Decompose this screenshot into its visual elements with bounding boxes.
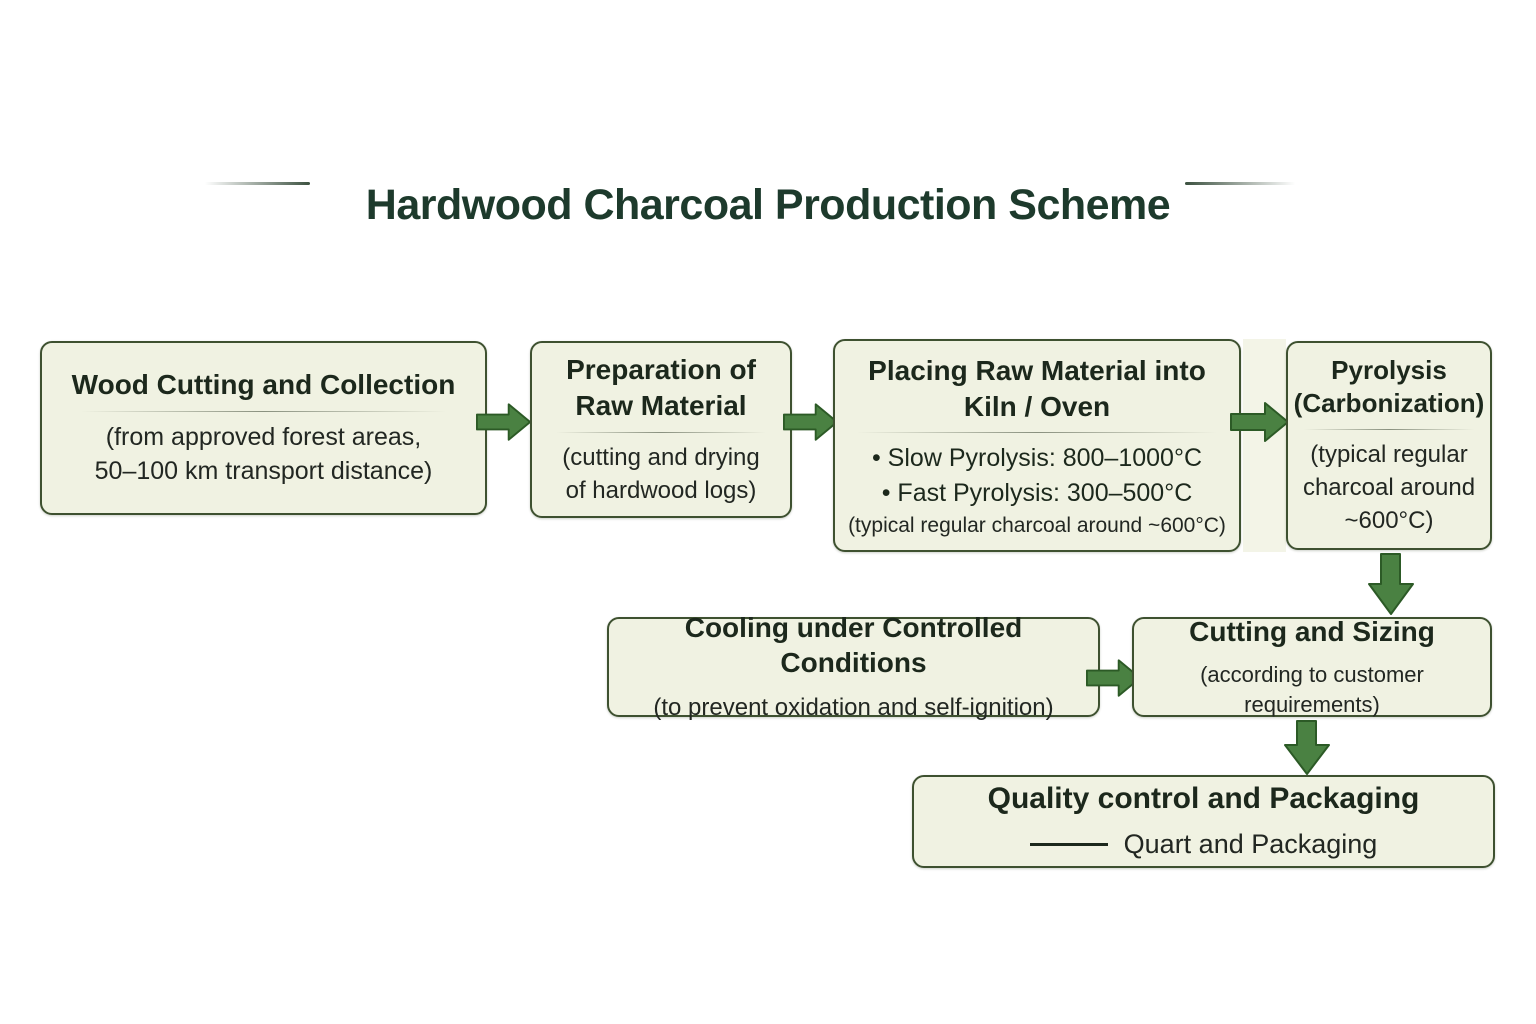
- step-wood-cutting-box: Wood Cutting and Collection (from approv…: [40, 341, 487, 515]
- step-detail: (cutting and drying: [562, 443, 760, 471]
- step-detail: (to prevent oxidation and self-ignition): [653, 694, 1054, 722]
- step-note: (typical regular charcoal around ~600°C): [848, 514, 1226, 538]
- step-title: Cooling under Controlled Conditions: [684, 611, 1023, 679]
- step-title: Quality control and Packaging: [987, 781, 1420, 815]
- step-title: Placing Raw Material into: [868, 354, 1206, 386]
- divider: [556, 431, 766, 433]
- arrow-right-icon: [476, 403, 532, 441]
- step-title: Preparation of: [566, 354, 756, 386]
- arrow-down-icon: [1368, 553, 1414, 615]
- step-detail: (according to customer requirements): [1200, 661, 1424, 717]
- step-detail: (from approved forest areas,: [105, 422, 422, 451]
- step-quality-packaging-box: Quality control and Packaging Quart and …: [912, 775, 1495, 868]
- step-cooling-box: Cooling under Controlled Conditions (to …: [607, 612, 1100, 721]
- arrow-right-icon: [783, 403, 839, 441]
- step-title: (Carbonization): [1293, 388, 1485, 419]
- step-detail-row: Quart and Packaging: [1029, 826, 1378, 863]
- step-detail: charcoal around: [1302, 473, 1476, 501]
- title-decorative-line-left: [205, 182, 310, 185]
- arrow-right-icon: [1230, 402, 1289, 442]
- step-bullet: • Slow Pyrolysis: 800–1000°C: [871, 444, 1203, 473]
- arrow-right-icon: [1086, 659, 1142, 697]
- step-cutting-sizing-box: Cutting and Sizing (according to custome…: [1132, 615, 1492, 717]
- step-detail: (typical regular: [1310, 440, 1468, 468]
- step-title: Pyrolysis: [1331, 355, 1447, 386]
- step-placing-kiln-box: Placing Raw Material into Kiln / Oven • …: [833, 339, 1241, 552]
- step-detail: Quart and Packaging: [1123, 829, 1378, 860]
- step-title: Kiln / Oven: [963, 390, 1111, 422]
- step-bullet: • Fast Pyrolysis: 300–500°C: [881, 479, 1193, 508]
- step-pyrolysis-box: Pyrolysis (Carbonization) (typical regul…: [1286, 341, 1492, 550]
- page-title: Hardwood Charcoal Production Scheme: [365, 180, 1171, 229]
- background-strip: [1243, 339, 1286, 552]
- decorative-dash: [1029, 843, 1108, 847]
- step-title: Raw Material: [575, 389, 747, 421]
- step-preparation-box: Preparation of Raw Material (cutting and…: [530, 341, 792, 518]
- step-detail: ~600°C): [1344, 506, 1434, 534]
- arrow-down-icon: [1284, 720, 1330, 775]
- divider: [1304, 428, 1474, 430]
- step-detail: 50–100 km transport distance): [94, 457, 433, 486]
- step-title: Wood Cutting and Collection: [71, 369, 456, 401]
- divider: [857, 432, 1217, 434]
- step-title: Cutting and Sizing: [1189, 615, 1435, 647]
- step-detail: of hardwood logs): [565, 476, 757, 504]
- divider: [81, 410, 446, 412]
- title-decorative-line-right: [1185, 182, 1295, 185]
